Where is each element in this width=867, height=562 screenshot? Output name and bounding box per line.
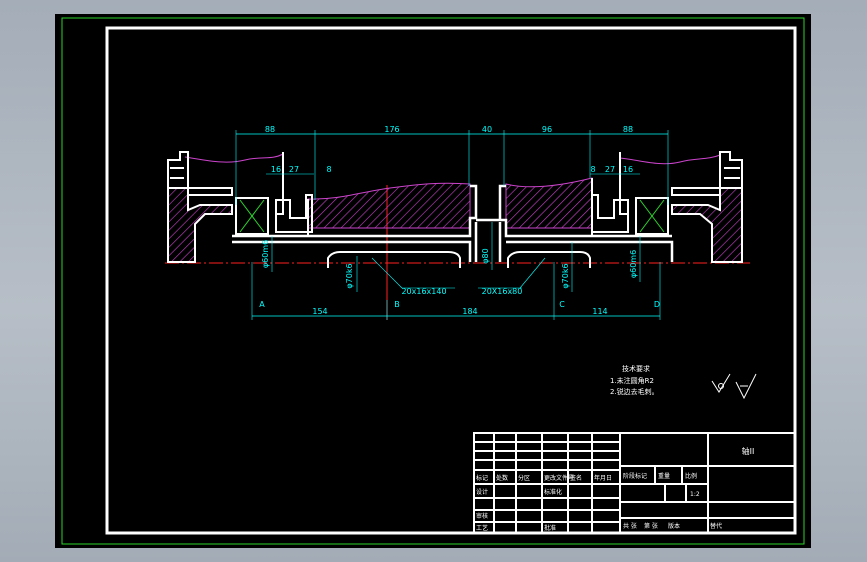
dim-top-4: 96 xyxy=(542,125,552,134)
shaft-outline xyxy=(232,184,674,262)
section-b-label: B xyxy=(394,300,400,309)
dia-left-hub: φ70k6 xyxy=(345,263,354,288)
count-label: 处数 xyxy=(496,474,508,482)
notes-title: 技术要求 xyxy=(622,364,650,373)
left-flange xyxy=(167,151,233,196)
sheets-total: 共 张 xyxy=(623,522,637,530)
notes-line-2: 2.锐边去毛刺。 xyxy=(610,387,659,396)
keyway-left-label: 20x16x140 xyxy=(401,287,446,296)
section-d-label: D xyxy=(654,300,660,309)
version-label: 版本 xyxy=(668,522,680,530)
dim-small-left-3: 8 xyxy=(326,165,331,174)
mark-label: 标记 xyxy=(476,474,488,482)
hatch-region-left xyxy=(307,182,471,229)
dimensions: 88 176 40 96 88 16 27 8 8 27 16 154 184 … xyxy=(235,125,669,320)
break-line-left xyxy=(184,153,284,163)
outer-border xyxy=(61,17,805,545)
zone-label: 分区 xyxy=(518,474,530,482)
sheet-number: 第 张 xyxy=(644,522,658,530)
dia-left-bearing: φ60m6 xyxy=(261,240,270,268)
dim-top-1: 88 xyxy=(265,125,275,134)
left-keyway xyxy=(327,251,461,268)
dim-bottom-2: 184 xyxy=(462,307,477,316)
weight-label: 重量 xyxy=(658,472,670,480)
scale-label: 比例 xyxy=(685,472,697,480)
dim-small-right-3: 16 xyxy=(623,165,633,174)
dim-small-left-2: 27 xyxy=(289,165,299,174)
design-label: 设计 xyxy=(476,488,488,496)
change-doc-label: 更改文件号 xyxy=(544,474,574,482)
drawing-frame xyxy=(105,26,797,535)
craft-label: 工艺 xyxy=(476,524,488,532)
dim-top-5: 88 xyxy=(623,125,633,134)
dim-small-left-1: 16 xyxy=(271,165,281,174)
notes-line-1: 1.未注圆角R2 xyxy=(610,376,654,385)
left-spacer xyxy=(275,152,313,233)
part-name: 轴II xyxy=(742,446,755,456)
replace-label: 替代 xyxy=(710,522,722,530)
dim-small-right-1: 8 xyxy=(590,165,595,174)
section-a-label: A xyxy=(259,300,265,309)
dim-top-2: 176 xyxy=(384,125,399,134)
technical-notes: 技术要求 1.未注圆角R2 2.锐边去毛刺。 xyxy=(610,364,659,396)
dia-right-hub: φ70k6 xyxy=(561,263,570,288)
dia-center: φ80 xyxy=(481,248,490,263)
standard-label: 标准化 xyxy=(544,488,562,496)
review-label: 审核 xyxy=(476,512,488,520)
roughness-symbol xyxy=(711,373,757,400)
right-keyway xyxy=(507,251,591,268)
title-block xyxy=(473,432,796,534)
right-housing xyxy=(671,187,743,263)
right-flange xyxy=(671,151,743,196)
stage-label: 阶段标记 xyxy=(623,472,647,480)
dia-right-bearing: φ60m6 xyxy=(629,250,638,278)
sign-label: 签名 xyxy=(570,474,582,482)
dim-bottom-3: 114 xyxy=(592,307,607,316)
break-line-right xyxy=(619,154,721,165)
scale-value: 1:2 xyxy=(690,491,700,498)
date-label: 年月日 xyxy=(594,474,612,482)
dim-bottom-1: 154 xyxy=(312,307,327,316)
keyway-right-label: 20X16x80 xyxy=(482,287,523,296)
left-bearing xyxy=(235,197,269,235)
title-block-text: 轴II 标记 处数 分区 更改文件号 签名 年月日 阶段标记 重量 比例 1:2… xyxy=(476,446,754,532)
shaft-section xyxy=(165,151,750,320)
right-bearing xyxy=(635,197,669,235)
left-housing xyxy=(167,187,233,263)
dim-small-right-2: 27 xyxy=(605,165,615,174)
dim-top-3: 40 xyxy=(482,125,492,134)
section-c-label: C xyxy=(559,300,565,309)
approve-label: 批准 xyxy=(544,524,556,532)
drawing-background xyxy=(55,14,811,548)
right-spacer xyxy=(591,152,629,233)
